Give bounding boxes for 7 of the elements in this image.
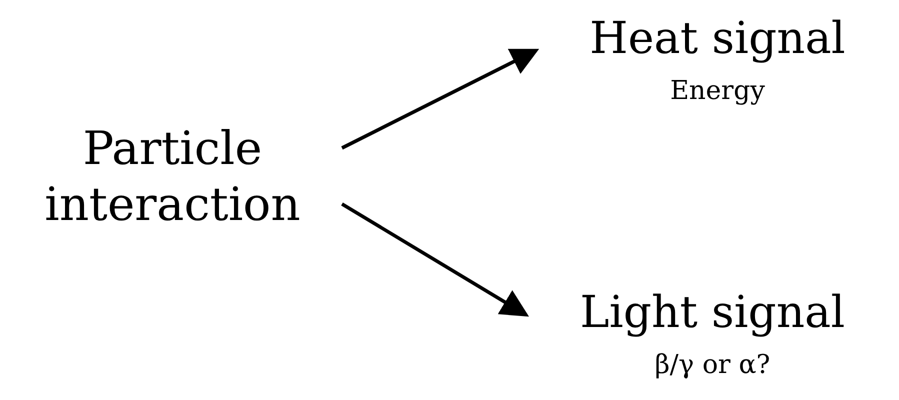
node-label: Light signal bbox=[580, 286, 845, 340]
arrow bbox=[341, 202, 529, 317]
node-sublabel: β/γ or α? bbox=[654, 349, 770, 382]
node-label: Particle interaction bbox=[44, 120, 302, 232]
node-label: Heat signal bbox=[590, 12, 846, 66]
node-sublabel: Energy bbox=[670, 75, 765, 108]
arrow bbox=[341, 48, 540, 150]
